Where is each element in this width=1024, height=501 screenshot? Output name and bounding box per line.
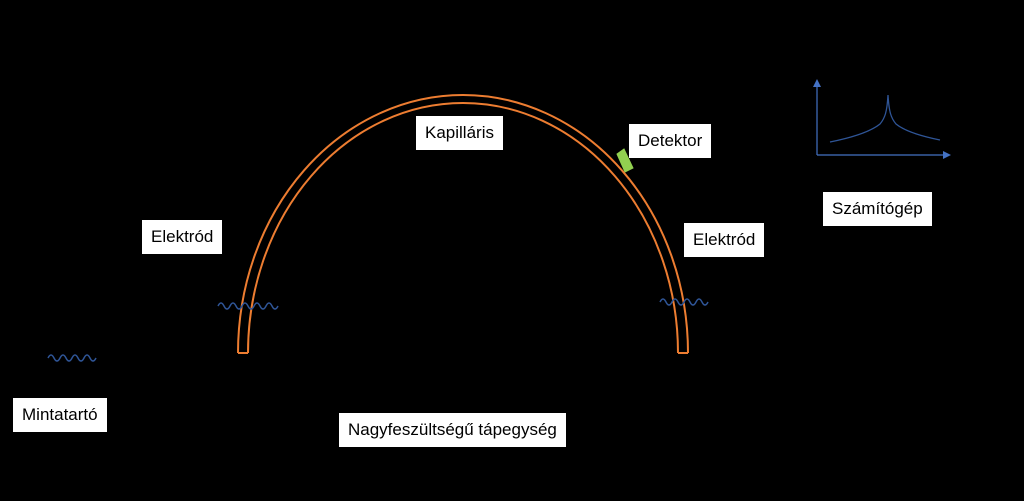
computer-label: Számítógép — [823, 192, 932, 226]
chart-y-arrow — [813, 79, 821, 87]
chart-x-arrow — [943, 151, 951, 159]
electrode-right-label: Elektród — [684, 223, 765, 257]
capillary-outer-wall — [237, 94, 689, 354]
detector-label: Detektor — [629, 124, 712, 158]
capillary-inner-wall — [247, 102, 679, 354]
capillary-tube — [237, 94, 689, 354]
power-supply-label: Nagyfeszültségű tápegység — [339, 413, 566, 447]
sample-holder-label: Mintatartó — [13, 398, 107, 432]
electrode-wave-icon — [217, 302, 279, 310]
capillary-label: Kapilláris — [416, 116, 503, 150]
detector-window — [616, 148, 634, 173]
electrode-left-label: Elektród — [142, 220, 223, 254]
electrode-wave-icon — [659, 298, 709, 306]
sample-wave-icon — [47, 354, 97, 362]
chart-peak-line — [829, 94, 941, 143]
electropherogram-chart-icon — [813, 79, 951, 159]
